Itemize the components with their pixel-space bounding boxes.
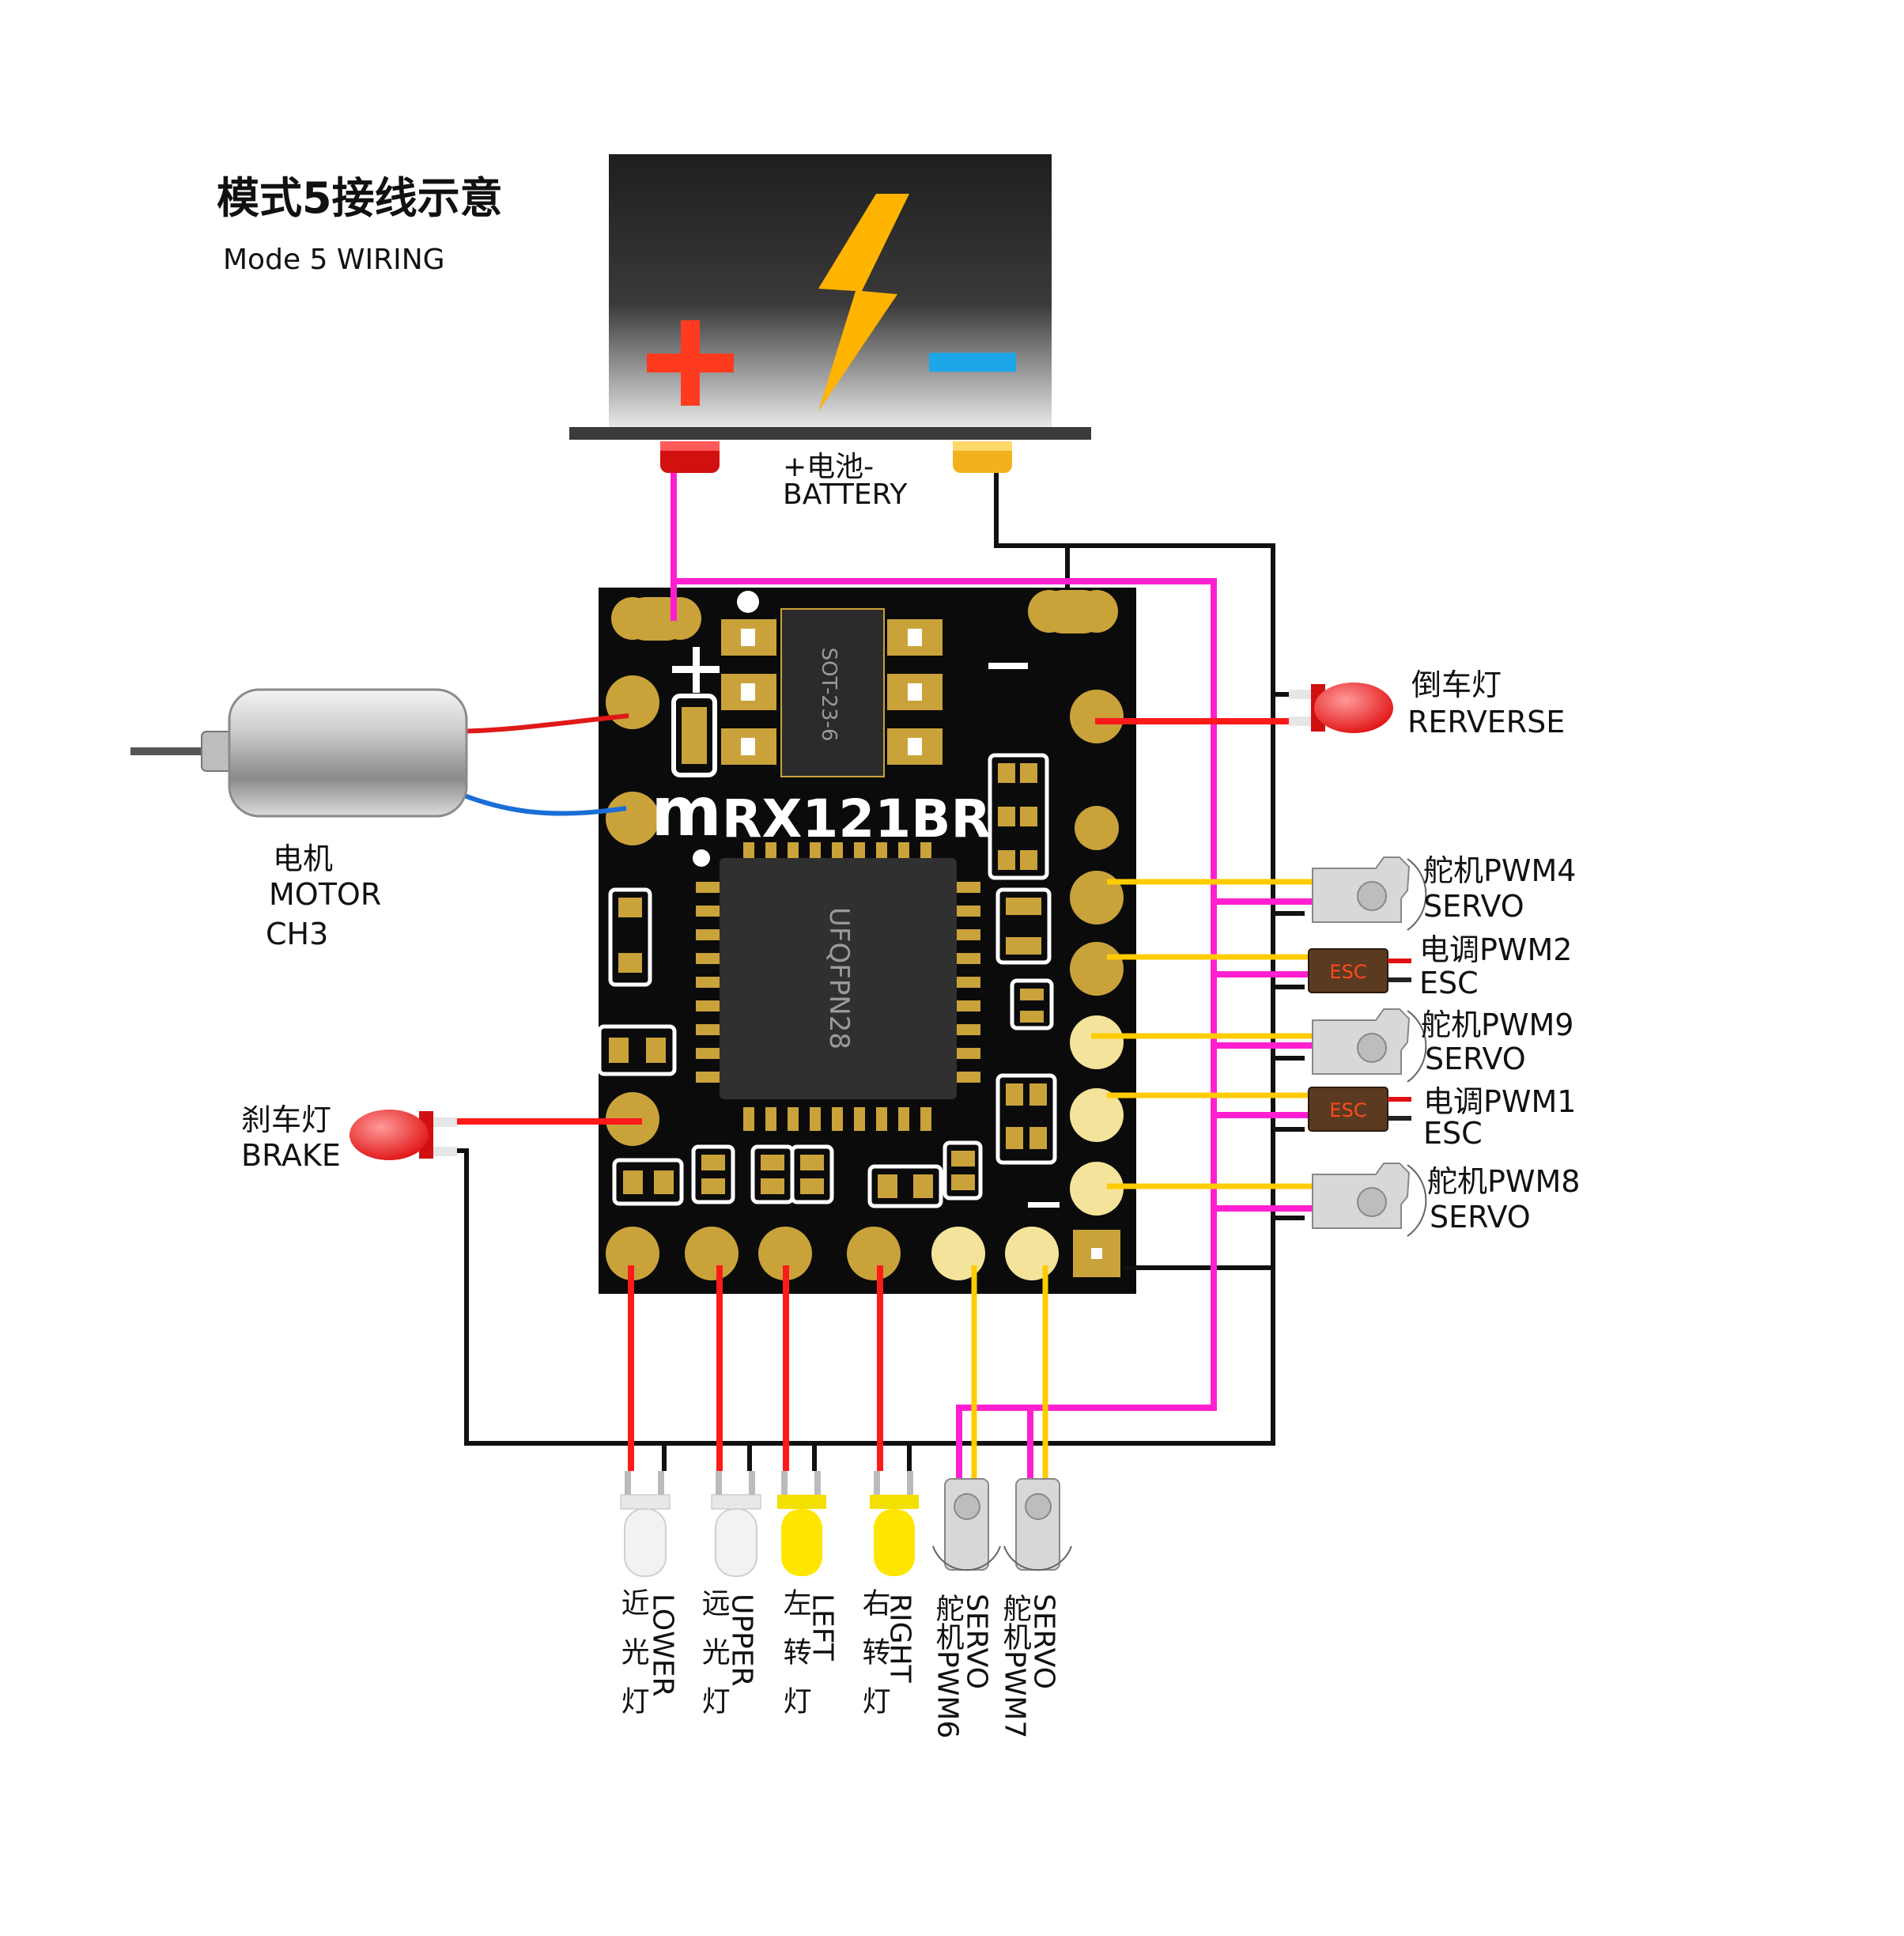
- motor-icon: [130, 688, 468, 818]
- pwm9-label-cn: 舵机PWM9: [1421, 1008, 1574, 1042]
- servo-icon-pwm6: [932, 1478, 1001, 1571]
- pwm7-label-en: SERVO: [1027, 1594, 1060, 1689]
- upper-label-en: UPPER: [725, 1594, 758, 1687]
- brake-label-cn: 刹车灯: [241, 1102, 332, 1137]
- servo-icon-pwm8: [1312, 1163, 1427, 1237]
- motor-channel: CH3: [266, 917, 329, 951]
- servo-icon-pwm4: [1312, 856, 1427, 931]
- pwm6-label-cn: 舵机PWM6: [931, 1594, 964, 1739]
- pwm2-label-en: ESC: [1419, 966, 1479, 1000]
- upper-label-cn: 远光灯: [697, 1588, 730, 1735]
- esc-badge: ESC: [1329, 1099, 1366, 1121]
- pwm8-label-en: SERVO: [1430, 1200, 1531, 1235]
- right-turn-led-icon: [870, 1471, 919, 1576]
- upper-beam-led-icon: [711, 1471, 761, 1577]
- esc-badge: ESC: [1329, 961, 1366, 983]
- pwm1-label-en: ESC: [1423, 1116, 1483, 1151]
- main-chip: [720, 858, 957, 1099]
- pwm1-label-cn: 电调PWM1: [1423, 1084, 1577, 1119]
- battery-label-cn: +电池-: [783, 451, 875, 483]
- esc-icon-pwm2: ESC: [1308, 948, 1411, 993]
- lower-label-en: LOWER: [646, 1594, 679, 1697]
- positive-wires: [671, 473, 1313, 1479]
- lightning-bolt-icon: [818, 194, 909, 411]
- right-label-cn: 右转灯: [857, 1588, 890, 1735]
- reverse-label-en: RERVERSE: [1407, 705, 1566, 739]
- right-label-en: RIGHT: [883, 1594, 916, 1683]
- led-wires: [457, 718, 1289, 1471]
- reverse-label-cn: 倒车灯: [1411, 667, 1502, 702]
- brake-label-en: BRAKE: [241, 1138, 341, 1173]
- board-name: RX121BR: [722, 788, 992, 849]
- servo-icon-pwm7: [1003, 1478, 1072, 1571]
- brake-led-icon: [349, 1110, 457, 1160]
- signal-wires: [971, 879, 1313, 1479]
- lower-label-cn: 近光灯: [616, 1588, 649, 1735]
- battery-minus-bar: [929, 353, 1016, 372]
- chip-label: UFQFPN28: [823, 907, 855, 1049]
- regulator-label: SOT-23-6: [817, 648, 841, 742]
- board-logo: m: [651, 773, 722, 852]
- pwm4-label-en: SERVO: [1423, 889, 1524, 924]
- left-turn-led-icon: [777, 1471, 826, 1576]
- battery-label-en: BATTERY: [783, 478, 908, 511]
- receiver-board: SOT-23-6 m RX121BR UFQFPN28: [597, 588, 1136, 1294]
- left-label-cn: 左转灯: [778, 1588, 811, 1735]
- motor-label-cn: 电机: [273, 841, 334, 876]
- motor-label-en: MOTOR: [269, 877, 382, 912]
- title-english: Mode 5 WIRING: [223, 244, 445, 276]
- pwm9-label-en: SERVO: [1425, 1042, 1526, 1076]
- pwm4-label-cn: 舵机PWM4: [1423, 853, 1577, 888]
- left-label-en: LEFT: [806, 1594, 839, 1661]
- battery: [569, 154, 1091, 473]
- pwm8-label-cn: 舵机PWM8: [1427, 1164, 1581, 1199]
- reverse-led-icon: [1289, 683, 1393, 733]
- battery-plus-vertical: [681, 320, 700, 406]
- pwm2-label-cn: 电调PWM2: [1419, 932, 1573, 967]
- pwm7-label-cn: 舵机PWM7: [998, 1594, 1031, 1739]
- servo-icon-pwm9: [1312, 1008, 1427, 1083]
- title-chinese: 模式5接线示意: [217, 173, 503, 223]
- esc-icon-pwm1: ESC: [1308, 1087, 1411, 1132]
- pwm6-label-en: SERVO: [960, 1594, 993, 1689]
- lower-beam-led-icon: [620, 1471, 671, 1577]
- ground-wires: [457, 473, 1305, 1471]
